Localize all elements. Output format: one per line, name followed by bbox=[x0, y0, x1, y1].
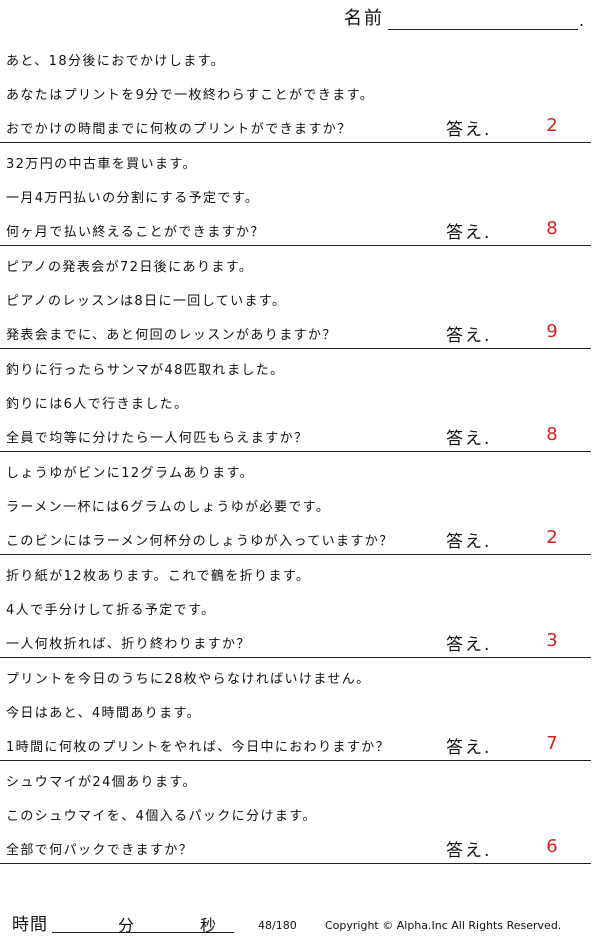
problem-item: あと、18分後におでかけします。 あなたはプリントを9分で一枚終わらすことができ… bbox=[0, 40, 591, 143]
footer: 時間 分 秒 48/180 Copyright © Alpha.Inc All … bbox=[12, 910, 592, 935]
answer-value: 3 bbox=[546, 630, 558, 651]
problem-text-line: 折り紙が12枚あります。これで鶴を折ります。 bbox=[6, 569, 311, 584]
problem-text-line: 4人で手分けして折る予定です。 bbox=[6, 603, 216, 618]
problem-list: あと、18分後におでかけします。 あなたはプリントを9分で一枚終わらすことができ… bbox=[0, 40, 600, 864]
name-label: 名前 bbox=[344, 8, 384, 29]
answer-label: 答え. bbox=[446, 120, 492, 140]
answer-value: 7 bbox=[546, 733, 558, 754]
problem-question: 何ヶ月で払い終えることができますか？ bbox=[6, 225, 265, 240]
time-label: 時間 bbox=[12, 915, 48, 935]
problem-text-line: あと、18分後におでかけします。 bbox=[6, 54, 226, 69]
answer-label: 答え. bbox=[446, 532, 492, 552]
answer-label: 答え. bbox=[446, 635, 492, 655]
answer-value: 2 bbox=[546, 115, 558, 136]
answer-label: 答え. bbox=[446, 429, 492, 449]
page-number: 48/180 bbox=[258, 919, 297, 932]
minute-label: 分 bbox=[118, 916, 135, 935]
problem-text-line: 釣りには6人で行きました。 bbox=[6, 397, 189, 412]
problem-text-line: このシュウマイを、4個入るパックに分けます。 bbox=[6, 809, 317, 824]
problem-text-line: ピアノの発表会が72日後にあります。 bbox=[6, 260, 254, 275]
problem-question: 全員で均等に分けたら一人何匹もらえますか？ bbox=[6, 431, 309, 446]
answer-value: 6 bbox=[546, 836, 558, 857]
answer-label: 答え. bbox=[446, 223, 492, 243]
problem-item: シュウマイが24個あります。 このシュウマイを、4個入るパックに分けます。 全部… bbox=[0, 761, 591, 864]
answer-label: 答え. bbox=[446, 738, 492, 758]
problem-item: 32万円の中古車を買います。 一月4万円払いの分割にする予定です。 何ヶ月で払い… bbox=[0, 143, 591, 246]
problem-text-line: あなたはプリントを9分で一枚終わらすことができます。 bbox=[6, 88, 375, 103]
problem-question: 発表会までに、あと何回のレッスンがありますか？ bbox=[6, 328, 337, 343]
problem-text-line: 釣りに行ったらサンマが48匹取れました。 bbox=[6, 363, 285, 378]
answer-value: 8 bbox=[546, 218, 558, 239]
problem-question: 一人何枚折れば、折り終わりますか？ bbox=[6, 637, 251, 652]
problem-question: 1時間に何枚のプリントをやれば、今日中におわりますか？ bbox=[6, 740, 391, 755]
second-label: 秒 bbox=[200, 916, 217, 935]
answer-value: 2 bbox=[546, 527, 558, 548]
problem-text-line: ピアノのレッスンは8日に一回しています。 bbox=[6, 294, 287, 309]
problem-question: 全部で何パックできますか？ bbox=[6, 843, 194, 858]
problem-question: このビンにはラーメン何杯分のしょうゆが入っていますか？ bbox=[6, 534, 394, 549]
answer-label: 答え. bbox=[446, 841, 492, 861]
problem-text-line: プリントを今日のうちに28枚やらなければいけません。 bbox=[6, 672, 371, 687]
copyright-text: Copyright © Alpha.Inc All Rights Reserve… bbox=[325, 919, 562, 932]
name-field: 名前 . bbox=[344, 8, 584, 30]
name-dot: . bbox=[579, 11, 585, 30]
problem-item: ピアノの発表会が72日後にあります。 ピアノのレッスンは8日に一回しています。 … bbox=[0, 246, 591, 349]
problem-item: 折り紙が12枚あります。これで鶴を折ります。 4人で手分けして折る予定です。 一… bbox=[0, 555, 591, 658]
problem-text-line: 一月4万円払いの分割にする予定です。 bbox=[6, 191, 260, 206]
name-blank-line bbox=[388, 9, 578, 30]
time-blank-line bbox=[52, 932, 234, 933]
problem-question: おでかけの時間までに何枚のプリントができますか？ bbox=[6, 122, 352, 137]
problem-text-line: シュウマイが24個あります。 bbox=[6, 775, 197, 790]
problem-text-line: 今日はあと、4時間あります。 bbox=[6, 706, 202, 721]
problem-text-line: ラーメン一杯には6グラムのしょうゆが必要です。 bbox=[6, 500, 331, 515]
answer-value: 8 bbox=[546, 424, 558, 445]
answer-value: 9 bbox=[546, 321, 558, 342]
answer-label: 答え. bbox=[446, 326, 492, 346]
problem-item: しょうゆがビンに12グラムあります。 ラーメン一杯には6グラムのしょうゆが必要で… bbox=[0, 452, 591, 555]
problem-item: 釣りに行ったらサンマが48匹取れました。 釣りには6人で行きました。 全員で均等… bbox=[0, 349, 591, 452]
problem-text-line: しょうゆがビンに12グラムあります。 bbox=[6, 466, 255, 481]
problem-item: プリントを今日のうちに28枚やらなければいけません。 今日はあと、4時間あります… bbox=[0, 658, 591, 761]
problem-text-line: 32万円の中古車を買います。 bbox=[6, 157, 197, 172]
